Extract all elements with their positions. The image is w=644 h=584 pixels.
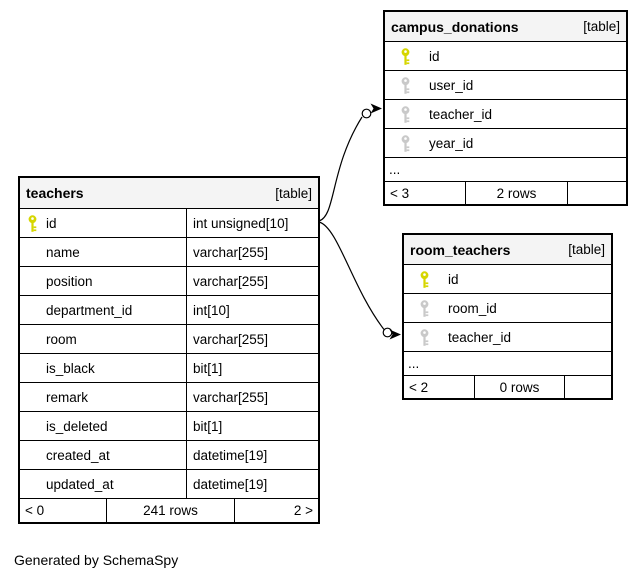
column-name: updated_at — [46, 476, 114, 492]
key-cell — [20, 296, 44, 324]
column-row-id: id int unsigned[10] — [20, 208, 318, 237]
column-name: id — [46, 215, 57, 231]
column-row-remark: remark varchar[255] — [20, 382, 318, 411]
column-name: year_id — [429, 135, 474, 151]
key-cell — [20, 325, 44, 353]
table-type-badge: [table] — [583, 19, 620, 34]
column-row-department-id: department_id int[10] — [20, 295, 318, 324]
outgoing-relationships-count — [567, 182, 626, 204]
arrowhead-icon — [370, 103, 382, 114]
column-row-id: id — [385, 41, 626, 70]
column-row-is-deleted: is_deleted bit[1] — [20, 411, 318, 440]
outgoing-relationships-count — [564, 376, 611, 398]
column-row-teacher-id: teacher_id — [404, 322, 611, 351]
table-type-badge: [table] — [275, 185, 312, 201]
table-header: teachers [table] — [20, 178, 318, 208]
column-type: bit[1] — [186, 354, 318, 382]
incoming-relationships-count: < 2 — [409, 379, 429, 395]
table-room-teachers[interactable]: room_teachers [table] id room_id teacher… — [402, 233, 613, 400]
column-type: datetime[19] — [186, 470, 318, 498]
column-row-year-id: year_id — [385, 128, 626, 157]
generator-caption: Generated by SchemaSpy — [14, 552, 179, 568]
column-name: id — [429, 48, 440, 64]
more-columns-ellipsis: ... — [385, 157, 626, 181]
column-name: user_id — [429, 77, 474, 93]
column-row-created-at: created_at datetime[19] — [20, 440, 318, 469]
column-type: int[10] — [186, 296, 318, 324]
key-cell — [20, 383, 44, 411]
column-type: datetime[19] — [186, 441, 318, 469]
column-name: id — [448, 271, 459, 287]
table-header: campus_donations [table] — [385, 12, 626, 41]
arrowhead-icon — [389, 329, 401, 340]
column-row-teacher-id: teacher_id — [385, 99, 626, 128]
row-count: 0 rows — [474, 376, 564, 398]
column-name: is_deleted — [46, 418, 108, 434]
cardinality-circle — [382, 327, 393, 338]
column-row-updated-at: updated_at datetime[19] — [20, 469, 318, 498]
row-count: 2 rows — [465, 182, 567, 204]
column-row-user-id: user_id — [385, 70, 626, 99]
foreign-key-icon — [385, 100, 425, 128]
column-name: room_id — [448, 300, 497, 316]
table-footer: < 3 2 rows — [385, 181, 626, 204]
incoming-relationships-count: < 0 — [25, 503, 45, 518]
column-type: varchar[255] — [186, 325, 318, 353]
table-header: room_teachers [table] — [404, 235, 611, 264]
table-footer: < 0 241 rows 2 > — [20, 498, 318, 522]
column-row-room: room varchar[255] — [20, 324, 318, 353]
table-name[interactable]: room_teachers — [410, 241, 511, 258]
table-campus-donations[interactable]: campus_donations [table] id user_id teac… — [383, 10, 628, 206]
column-name: teacher_id — [429, 106, 493, 122]
column-name: created_at — [46, 447, 110, 463]
column-name: name — [46, 244, 80, 260]
column-type: varchar[255] — [186, 383, 318, 411]
table-name[interactable]: teachers — [26, 185, 84, 201]
primary-key-icon — [20, 209, 44, 237]
foreign-key-icon — [404, 294, 444, 322]
foreign-key-icon — [385, 129, 425, 157]
column-type: varchar[255] — [186, 238, 318, 266]
column-type: varchar[255] — [186, 267, 318, 295]
key-cell — [20, 412, 44, 440]
column-row-position: position varchar[255] — [20, 266, 318, 295]
primary-key-icon — [385, 42, 425, 70]
column-name: position — [46, 273, 93, 289]
foreign-key-icon — [385, 71, 425, 99]
table-teachers[interactable]: teachers [table] id int unsigned[10] nam… — [18, 176, 320, 524]
table-name[interactable]: campus_donations — [391, 18, 519, 35]
incoming-relationships-count: < 3 — [390, 185, 410, 201]
column-row-is-black: is_black bit[1] — [20, 353, 318, 382]
column-type: bit[1] — [186, 412, 318, 440]
key-cell — [20, 470, 44, 498]
column-name: room — [46, 331, 77, 347]
key-cell — [20, 354, 44, 382]
column-name: remark — [46, 389, 89, 405]
relationship-edge-teachers-campus-donations — [318, 103, 382, 222]
column-type: int unsigned[10] — [186, 209, 318, 237]
key-cell — [20, 267, 44, 295]
key-cell — [20, 238, 44, 266]
column-name: is_black — [46, 360, 95, 376]
key-cell — [20, 441, 44, 469]
primary-key-icon — [404, 265, 444, 293]
column-name: teacher_id — [448, 329, 512, 345]
row-count: 241 rows — [106, 499, 234, 522]
outgoing-relationships-count: 2 > — [234, 499, 318, 522]
more-columns-ellipsis: ... — [404, 351, 611, 375]
column-name: department_id — [46, 302, 133, 318]
table-type-badge: [table] — [568, 242, 605, 257]
cardinality-circle — [361, 108, 372, 119]
foreign-key-icon — [404, 323, 444, 351]
column-row-room-id: room_id — [404, 293, 611, 322]
relationship-edge-teachers-room-teachers — [318, 221, 401, 340]
column-row-name: name varchar[255] — [20, 237, 318, 266]
table-footer: < 2 0 rows — [404, 375, 611, 398]
column-row-id: id — [404, 264, 611, 293]
